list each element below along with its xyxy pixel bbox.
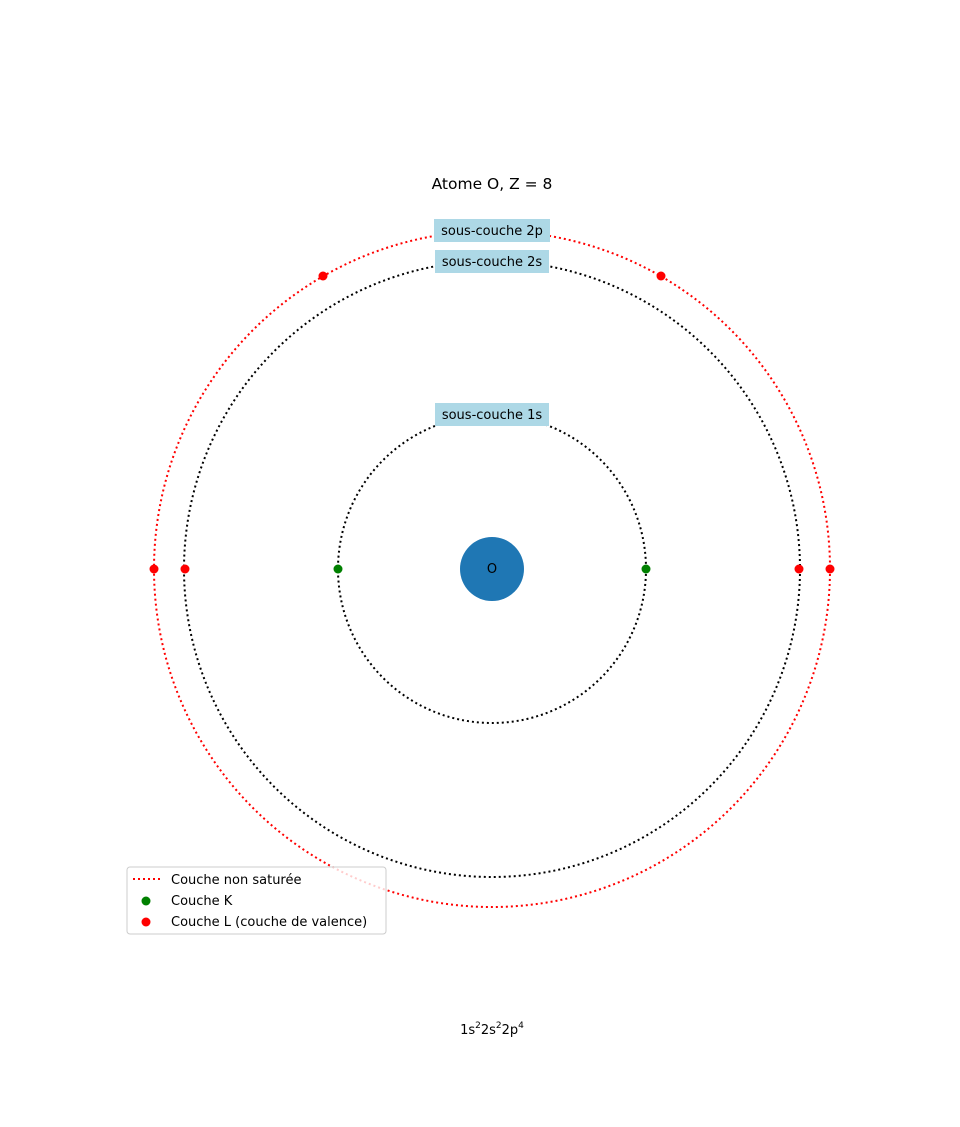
electron-l [794, 564, 804, 574]
electron-l [825, 564, 835, 574]
nucleus-symbol: O [487, 562, 497, 577]
config-2s-exp: 2 [496, 1021, 502, 1031]
electron-l [180, 564, 190, 574]
legend-marker-k [141, 896, 151, 906]
config-1s-exp: 2 [475, 1021, 481, 1031]
label-2p: sous-couche 2p [434, 219, 550, 242]
electron-configuration: 1s22s22p4 [460, 1021, 524, 1038]
config-2p-exp: 4 [518, 1021, 524, 1031]
config-1s: 1s [460, 1023, 475, 1038]
electron-l [656, 271, 666, 281]
label-1s-text: sous-couche 1s [442, 408, 543, 423]
config-2p: 2p [502, 1023, 519, 1038]
electron-l [318, 271, 328, 281]
electron-l [149, 564, 159, 574]
legend-label-unsaturated: Couche non saturée [171, 873, 301, 888]
diagram-title: Atome O, Z = 8 [432, 175, 553, 193]
nucleus [460, 537, 524, 601]
legend-label-l: Couche L (couche de valence) [171, 915, 367, 930]
legend-marker-l [141, 917, 151, 927]
electron-k [641, 564, 651, 574]
legend-label-k: Couche K [171, 894, 233, 909]
electron-k [333, 564, 343, 574]
label-2p-text: sous-couche 2p [441, 224, 543, 239]
legend: Couche non saturée Couche K Couche L (co… [126, 866, 387, 935]
label-2s: sous-couche 2s [435, 250, 549, 273]
config-2s: 2s [481, 1023, 496, 1038]
label-1s: sous-couche 1s [435, 403, 549, 426]
label-2s-text: sous-couche 2s [442, 255, 543, 270]
